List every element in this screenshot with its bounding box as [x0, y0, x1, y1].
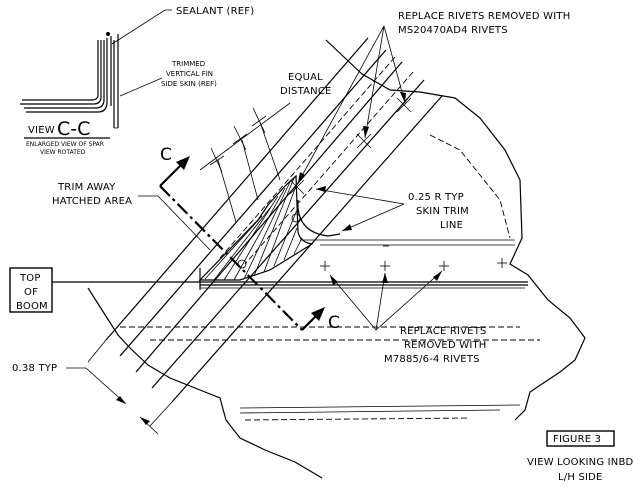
main-structure: [70, 37, 586, 479]
label-section-c-top: C: [160, 145, 172, 165]
figure-box: [546, 430, 615, 447]
label-replace-ms-1: REPLACE RIVETS REMOVED WITH: [398, 11, 570, 22]
label-view: VIEW: [28, 125, 55, 136]
rivet-plus-1: [320, 261, 330, 271]
rivet-leaders-top: [297, 25, 406, 184]
label-section-c-bottom: C: [328, 313, 340, 333]
label-trimmed-2: VERTICAL FIN: [166, 70, 213, 78]
radius-leaders: [315, 186, 405, 232]
label-radius-1: 0.25 R TYP: [408, 192, 464, 203]
label-sealant: SEALANT (REF): [176, 6, 254, 17]
rivet-x-2: [356, 133, 372, 149]
label-trim-away: TRIM AWAY: [57, 182, 116, 193]
label-radius-2: SKIN TRIM: [416, 206, 469, 217]
hatched-trim-area: [198, 174, 341, 281]
label-replace-m-1: REPLACE RIVETS: [400, 326, 487, 337]
rivet-plus-3: [439, 261, 449, 271]
label-replace-m-2: REMOVED WITH: [404, 340, 487, 351]
label-lh-side: L/H SIDE: [558, 472, 603, 483]
label-enlarged-2: VIEW ROTATED: [40, 149, 86, 156]
dim-038-leader: [66, 367, 159, 435]
label-view-looking: VIEW LOOKING INBD: [527, 457, 634, 468]
label-dim-038: 0.38 TYP: [12, 363, 57, 374]
label-distance: DISTANCE: [280, 86, 332, 97]
rivet-x-3: [289, 179, 305, 195]
label-replace-ms-2: MS20470AD4 RIVETS: [398, 25, 508, 36]
label-figure: FIGURE 3: [553, 434, 601, 445]
rivet-plus-4: [497, 258, 507, 268]
top-of-boom-box: [9, 267, 70, 313]
label-replace-m-3: M7885/6-4 RIVETS: [384, 354, 480, 365]
view-cc-inset: [20, 9, 172, 129]
rivet-plus-2: [380, 261, 390, 271]
label-hatched-area: HATCHED AREA: [52, 196, 132, 207]
section-line-cc: [159, 156, 325, 331]
rivet-circle-1: [291, 213, 301, 223]
label-top: TOP: [19, 273, 41, 284]
label-boom: BOOM: [16, 301, 48, 312]
label-trimmed-3: SIDE SKIN (REF): [161, 80, 217, 88]
label-view-cc: C-C: [57, 118, 90, 140]
label-radius-3: LINE: [440, 220, 463, 231]
label-enlarged-1: ENLARGED VIEW OF SPAR: [26, 141, 104, 148]
rivet-x-1: [396, 97, 412, 113]
rivet-leaders-bottom: [329, 270, 443, 331]
label-of: OF: [24, 287, 38, 298]
label-trimmed-1: TRIMMED: [171, 60, 205, 68]
label-equal: EQUAL: [288, 72, 323, 83]
